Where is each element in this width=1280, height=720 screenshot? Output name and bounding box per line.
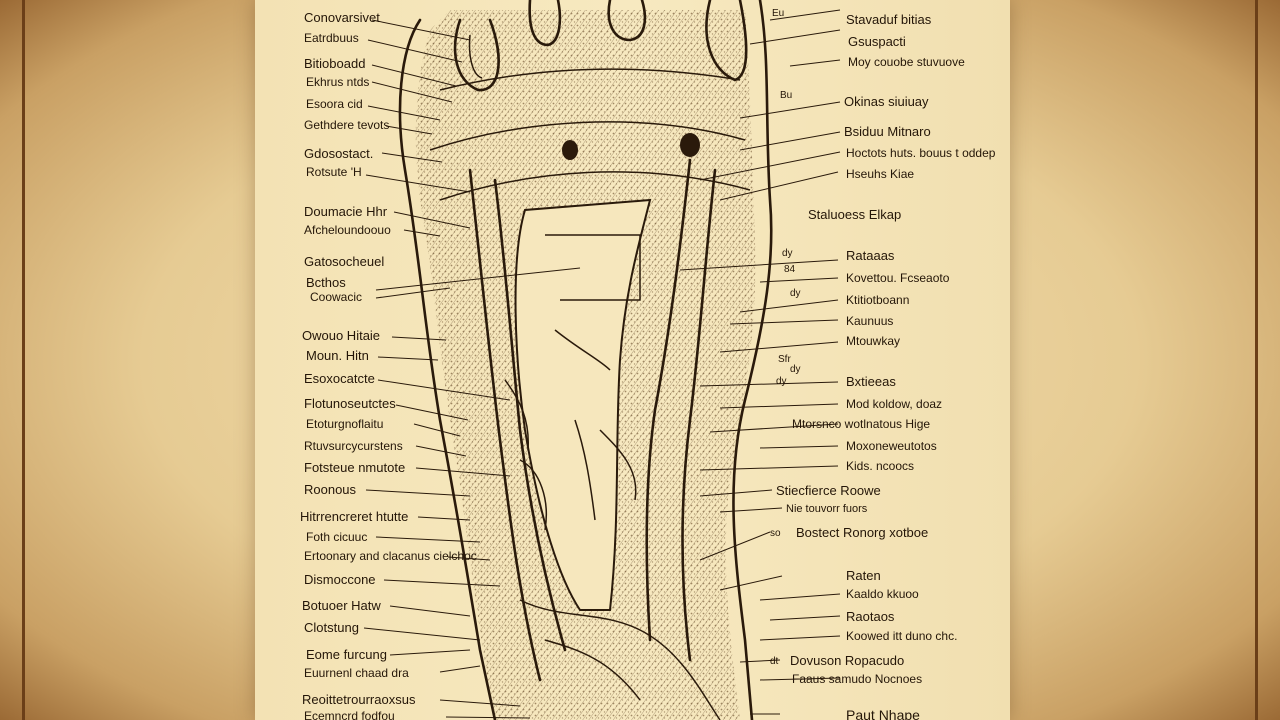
stray-mark-2: Bu — [780, 90, 792, 101]
left-label-25: Dismoccone — [304, 572, 376, 587]
left-label-31: Ecemncrd fodfou — [304, 709, 395, 720]
left-label-15: Moun. Hitn — [306, 348, 369, 363]
left-label-17: Flotunoseutctes — [304, 396, 396, 411]
left-label-5: Esoora cid — [306, 97, 363, 111]
stray-mark-1: Eu — [772, 8, 784, 19]
stray-mark-10: dt — [770, 656, 779, 667]
right-label-9: Rataaas — [846, 248, 895, 263]
right-label-8: Staluoess Elkap — [808, 207, 901, 222]
right-label-21: Bostect Ronorg xotboe — [796, 525, 928, 540]
bone-bands — [429, 68, 751, 720]
right-label-15: Mod koldow, doaz — [846, 397, 942, 411]
central-channel — [514, 198, 652, 611]
right-label-19: Stiecfierce Roowe — [776, 483, 881, 498]
right-label-13: Mtouwkay — [846, 334, 900, 348]
left-label-24: Ertoonary and clacanus cielchoc — [304, 549, 477, 563]
stray-mark-6: Sfr — [778, 354, 791, 365]
right-label-17: Moxoneweutotos — [846, 439, 937, 453]
left-label-21: Roonous — [304, 482, 357, 497]
stray-mark-5: dy — [790, 288, 801, 299]
stray-mark-9: so — [770, 528, 781, 539]
left-label-9: Doumacie Hhr — [304, 204, 388, 219]
right-label-2: Gsuspacti — [848, 34, 906, 49]
right-label-12: Kaunuus — [846, 314, 893, 328]
toe-structures — [453, 0, 748, 92]
right-label-23: Kaaldo kkuoo — [846, 587, 919, 601]
right-label-18: Kids. ncoocs — [846, 459, 914, 473]
right-label-6: Hoctots huts. bouus t oddep — [846, 146, 996, 160]
left-label-11: Gatosocheuel — [304, 254, 384, 269]
left-label-18: Etoturgnoflaitu — [306, 417, 383, 431]
right-label-20: Nie touvorr fuors — [786, 503, 868, 515]
right-label-27: Faaus samudo Nocnoes — [792, 672, 922, 686]
stray-mark-8: dy — [776, 376, 787, 387]
right-label-1: Stavaduf bitias — [846, 12, 932, 27]
leader-lines-left — [363, 19, 581, 719]
right-label-10: Kovettou. Fcseaoto — [846, 271, 950, 285]
stray-mark-4: 84 — [784, 264, 796, 275]
left-label-16: Esoxocatcte — [304, 371, 375, 386]
left-label-23: Foth cicuuc — [306, 530, 367, 544]
left-label-22: Hitrrencreret htutte — [300, 509, 408, 524]
right-label-24: Raotaos — [846, 609, 895, 624]
left-label-29: Euurnenl chaad dra — [304, 666, 409, 680]
left-label-26: Botuoer Hatw — [302, 598, 381, 613]
left-label-8: Rotsute 'H — [306, 165, 362, 179]
right-label-5: Bsiduu Mitnaro — [844, 124, 931, 139]
right-label-14: Bxtieeas — [846, 374, 896, 389]
left-label-19: Rtuvsurcycurstens — [304, 439, 403, 453]
right-label-3: Moy couobe stuvuove — [848, 55, 965, 69]
left-label-14: Owouo Hitaie — [302, 328, 380, 343]
right-label-26: Dovuson Ropacudo — [790, 653, 904, 668]
stray-mark-3: dy — [782, 248, 793, 259]
right-label-11: Ktitiotboann — [846, 293, 909, 307]
left-label-7: Gdosostact. — [304, 146, 373, 161]
right-label-16: Mtorsnco wotlnatous Hige — [792, 417, 930, 431]
left-label-27: Clotstung — [304, 620, 359, 635]
left-label-2: Eatrdbuus — [304, 31, 359, 45]
stray-mark-7: dy — [790, 364, 801, 375]
right-label-22: Raten — [846, 568, 881, 583]
left-label-1: Conovarsivet — [304, 10, 380, 25]
left-label-30: Reoittetrourraoxsus — [302, 692, 416, 707]
left-label-4: Ekhrus ntds — [306, 75, 369, 89]
right-label-28: Paut Nhape — [846, 707, 920, 720]
left-label-13: Coowacic — [310, 290, 362, 304]
left-label-20: Fotsteue nmutote — [304, 460, 405, 475]
left-label-28: Eome furcung — [306, 647, 387, 662]
leader-lines-right — [679, 9, 841, 715]
right-label-4: Okinas siuiuay — [844, 94, 929, 109]
left-label-12: Bcthos — [306, 275, 346, 290]
left-label-6: Gethdere tevots — [304, 118, 389, 132]
right-label-25: Koowed itt duno chc. — [846, 629, 957, 643]
right-label-7: Hseuhs Kiae — [846, 167, 914, 181]
left-label-3: Bitioboadd — [304, 56, 365, 71]
left-label-10: Afcheloundoouo — [304, 223, 391, 237]
